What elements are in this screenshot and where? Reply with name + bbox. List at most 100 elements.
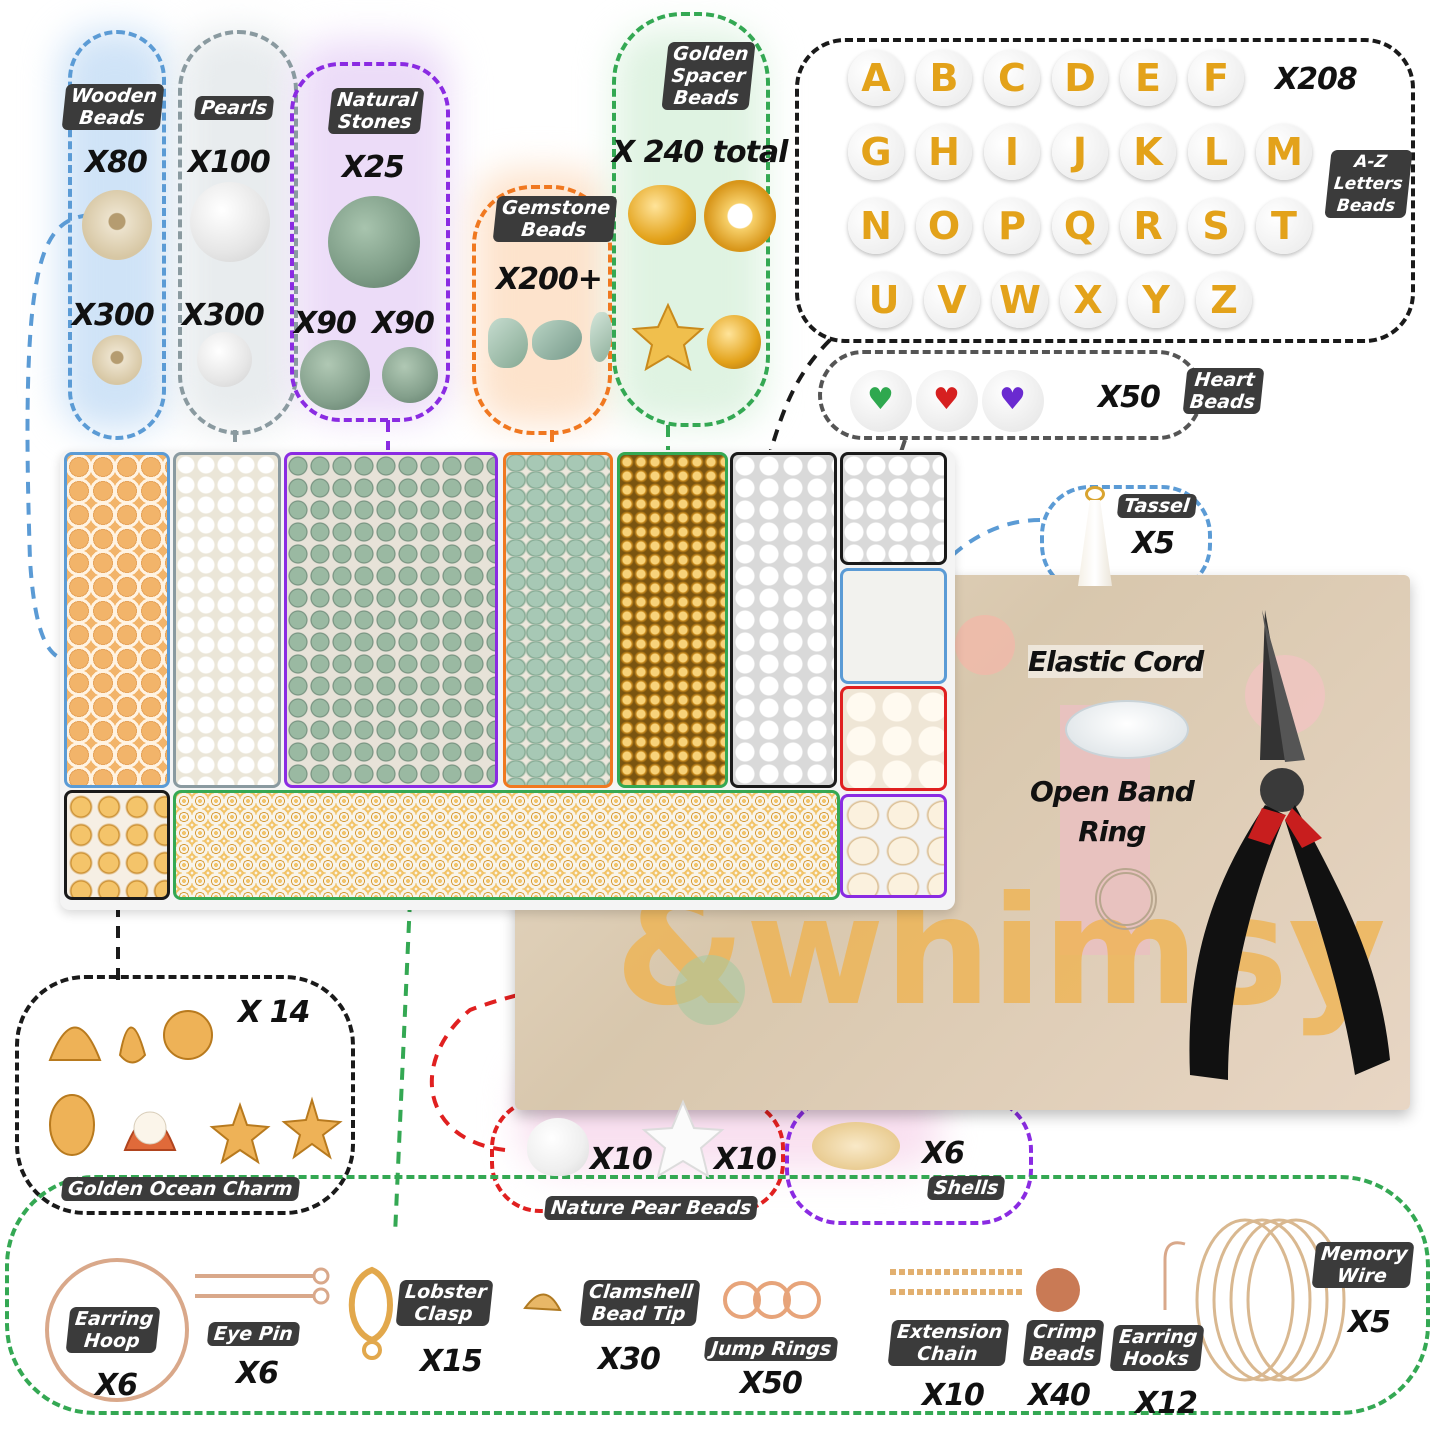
heart-icon: ♥	[933, 382, 960, 417]
jump-ring-image	[783, 1281, 821, 1319]
clamshell-tip-image	[523, 1293, 562, 1312]
spacer-ring-bead	[704, 180, 776, 252]
letter-bead-f: F	[1188, 50, 1244, 106]
tray-cell-spacer	[617, 452, 728, 788]
starfish-charm	[209, 1101, 271, 1165]
wooden-bead-large	[82, 190, 152, 260]
stones-large-qty: X25	[342, 150, 405, 185]
letter-bead-u: U	[856, 272, 912, 328]
gemstone-chip	[488, 318, 528, 368]
stone-mid-1	[300, 340, 370, 410]
letter-bead-o: O	[916, 198, 972, 254]
clamshell-label: Clamshell Bead Tip	[579, 1280, 701, 1326]
tray-cell-findings	[173, 790, 840, 900]
elastic-cord-spool	[1065, 700, 1189, 759]
tassel-qty: X5	[1132, 526, 1175, 561]
jump-rings-label: Jump Rings	[703, 1337, 839, 1361]
clamshell-qty: X30	[598, 1342, 661, 1377]
scallop-shell-charm	[48, 1026, 102, 1061]
shells-qty: X6	[922, 1136, 965, 1171]
letter-bead-i: I	[984, 124, 1040, 180]
pearl-small	[197, 332, 252, 387]
lobster-clasp-ring	[362, 1340, 382, 1360]
tray-cell-shells	[840, 794, 947, 898]
jump-rings-qty: X50	[740, 1366, 803, 1401]
turtle-charm	[49, 1094, 95, 1156]
wooden-large-qty: X80	[85, 145, 148, 180]
earring-hoop-image	[45, 1258, 189, 1402]
gemstone-qty: X200+	[496, 262, 603, 297]
heart-icon: ♥	[867, 382, 894, 417]
spacer-round-bead	[707, 315, 761, 369]
tray-cell-pearls	[173, 452, 281, 788]
letter-bead-e: E	[1120, 50, 1176, 106]
tray-cell-gemstone	[503, 452, 613, 788]
open-band-ring	[1095, 868, 1157, 930]
jump-ring-image	[723, 1281, 761, 1319]
stone-mid-2	[382, 347, 438, 403]
letter-bead-b: B	[916, 50, 972, 106]
memory-wire-image	[1212, 1218, 1312, 1382]
findings-connector	[393, 899, 412, 1236]
pear-qty-1: X10	[590, 1142, 653, 1177]
stones-mid1-qty: X90	[294, 306, 357, 341]
letter-bead-k: K	[1120, 124, 1176, 180]
earring-hooks-label: Earring Hooks	[1109, 1325, 1205, 1371]
memory-wire-image	[1195, 1218, 1295, 1382]
letter-bead-j: J	[1052, 124, 1108, 180]
memory-wire-qty: X5	[1348, 1305, 1391, 1340]
sand-dollar-charm	[163, 1010, 213, 1060]
pearls-loop	[178, 30, 298, 435]
letter-bead-z: Z	[1196, 272, 1252, 328]
elastic-cord-label: Elastic Cord	[1028, 645, 1204, 678]
pear-qty-2: X10	[714, 1142, 777, 1177]
findings-loop	[5, 1175, 1430, 1415]
letter-bead-c: C	[984, 50, 1040, 106]
extension-chain-qty: X10	[922, 1378, 985, 1413]
letter-bead-q: Q	[1052, 198, 1108, 254]
letter-bead-x: X	[1060, 272, 1116, 328]
earring-hoop-qty: X6	[95, 1368, 138, 1403]
eye-pin-loop	[312, 1267, 330, 1285]
letter-bead-p: P	[984, 198, 1040, 254]
pearls-large-qty: X100	[188, 145, 271, 180]
letter-bead-w: W	[992, 272, 1048, 328]
earring-hooks-qty: X12	[1135, 1386, 1198, 1421]
gemstone-chip	[590, 312, 612, 362]
tray-cell-wooden	[64, 452, 170, 788]
letter-bead-r: R	[1120, 198, 1176, 254]
letter-bead-n: N	[848, 198, 904, 254]
cowrie-shell	[812, 1122, 900, 1170]
pearl-large	[190, 182, 270, 262]
wooden-small-qty: X300	[72, 298, 155, 333]
lobster-clasp-label: Lobster Clasp	[395, 1280, 494, 1326]
gemstone-loop	[472, 185, 612, 435]
letters-loop	[795, 38, 1415, 343]
ocean-loop	[15, 975, 355, 1215]
heart-icon: ♥	[999, 382, 1026, 417]
letter-bead-y: Y	[1128, 272, 1184, 328]
pliers	[1189, 610, 1390, 1080]
heart-bead-red: ♥	[916, 370, 978, 432]
earring-hoop-label: Earring Hoop	[65, 1307, 161, 1353]
letter-bead-s: S	[1188, 198, 1244, 254]
eye-pin-qty: X6	[236, 1356, 279, 1391]
wooden-bead-small	[92, 335, 142, 385]
wooden-loop	[68, 30, 166, 440]
heart-bead-green: ♥	[850, 370, 912, 432]
tray-cell-letters	[730, 452, 837, 788]
ocean-qty: X 14	[238, 995, 310, 1030]
tray-cell-hearts	[840, 452, 947, 565]
crimp-beads-label: Crimp Beads	[1022, 1320, 1105, 1366]
memory-wire-image	[1246, 1218, 1346, 1382]
crimp-bead-image	[1036, 1268, 1080, 1312]
tray-cell-pear	[840, 686, 947, 791]
tray-cell-tassel	[840, 568, 947, 684]
letter-bead-g: G	[848, 124, 904, 180]
stone-large	[328, 196, 420, 288]
stones-loop	[290, 62, 450, 422]
